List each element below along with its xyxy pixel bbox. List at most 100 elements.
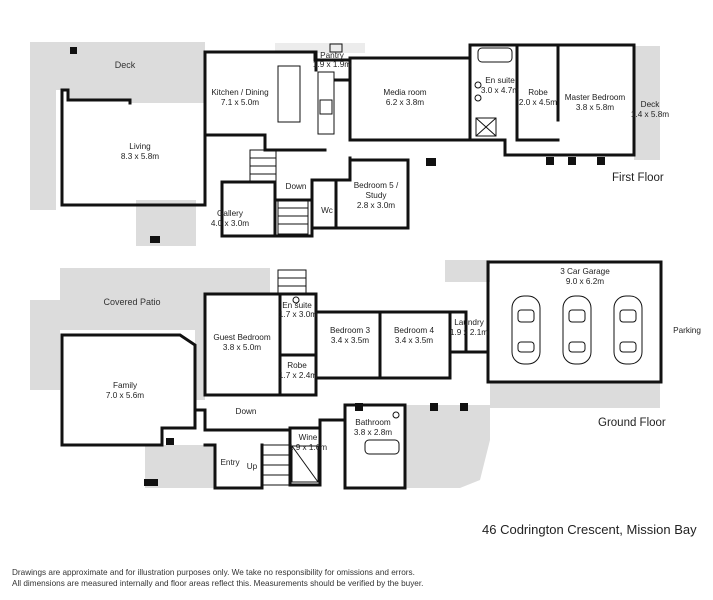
ensuite-fixtures [474, 47, 513, 137]
bed4-wall [378, 310, 452, 380]
entry-path-area [145, 445, 215, 488]
family-label: Family [113, 381, 138, 390]
car-icon [562, 295, 592, 365]
first-floor: Deck Kitchen / Dining 7.1 x 5.0m Pantry … [30, 42, 669, 246]
wine-dims: 1.9 x 1.6m [289, 443, 327, 452]
robe-2-dims: 1.7 x 2.4m [279, 371, 317, 380]
deck-right-area [634, 46, 660, 160]
kitchen-fixtures [249, 43, 343, 235]
basin-icon [474, 81, 482, 89]
media-label: Media room [383, 88, 426, 97]
ensuite-1-dims: 3.0 x 4.7m [481, 86, 519, 95]
parking-label: Parking [673, 326, 701, 335]
robe-1-dims: 2.0 x 4.5m [519, 98, 557, 107]
up-label: Up [247, 462, 258, 471]
covered-patio-label: Covered Patio [103, 297, 160, 307]
shower-icon [475, 117, 497, 137]
media-dims: 6.2 x 3.8m [386, 98, 424, 107]
pantry-label: Pantry [320, 51, 345, 60]
ground-floor-label: Ground Floor [598, 417, 666, 429]
bed4-dims: 3.4 x 3.5m [395, 336, 433, 345]
wine-label: Wine [299, 433, 318, 442]
guest-dims: 3.8 x 5.0m [223, 343, 261, 352]
stair-wall [273, 198, 314, 238]
garage-front-area [490, 382, 660, 408]
cooktop-icon [319, 99, 333, 115]
ensuite-1-label: En suite [485, 76, 515, 85]
robe-2-label: Robe [287, 361, 307, 370]
bed5-dims: 2.8 x 3.0m [357, 201, 395, 210]
first-floor-exterior [30, 42, 660, 246]
bed5-label: Bedroom 5 / [354, 181, 399, 190]
garage-wall [464, 350, 490, 380]
bed3-dims: 3.4 x 3.5m [331, 336, 369, 345]
gallery-dims: 4.0 x 3.0m [211, 219, 249, 228]
deck-left-label: Deck [115, 60, 136, 70]
deck-left-area [30, 42, 205, 210]
ground-stair [277, 269, 307, 295]
pantry-dims: 1.9 x 1.9m [313, 60, 351, 69]
garage-side-area [445, 260, 490, 282]
disclaimer-line-1: Drawings are approximate and for illustr… [12, 568, 415, 577]
bed3-label: Bedroom 3 [330, 326, 370, 335]
bed3-wall [314, 310, 382, 380]
entry-label: Entry [220, 458, 240, 467]
living-dims: 8.3 x 5.8m [121, 152, 159, 161]
living-label: Living [129, 142, 151, 151]
living-wall [60, 88, 207, 207]
master-dims: 3.8 x 5.8m [576, 103, 614, 112]
ground-fixtures [261, 269, 400, 486]
first-floor-windows [426, 157, 605, 166]
garage-outline [486, 260, 663, 384]
first-floor-walls [60, 43, 636, 238]
covered-patio-area [30, 268, 270, 400]
robe-1-label: Robe [528, 88, 548, 97]
laundry-label: Laundry [454, 318, 484, 327]
bath-2-icon [364, 439, 400, 455]
bath-icon [477, 47, 513, 63]
family-dims: 7.0 x 5.6m [106, 391, 144, 400]
ground-floor: Covered Patio 3 Car Garage 9.0 x 6.2m En… [30, 260, 701, 490]
garage-dims: 9.0 x 6.2m [566, 277, 604, 286]
car-icon [511, 295, 541, 365]
family-wall [60, 333, 197, 447]
garage-cars [511, 295, 643, 365]
toilet-icon [392, 411, 400, 419]
disclaimer-line-2: All dimensions are measured internally a… [12, 579, 423, 588]
ground-down-label: Down [236, 407, 257, 416]
kitchen-island [277, 65, 301, 123]
ground-floor-exterior [30, 260, 660, 488]
master-label: Master Bedroom [565, 93, 626, 102]
master-wall [468, 43, 636, 157]
guest-label: Guest Bedroom [213, 333, 271, 342]
lower-deck-area [136, 200, 196, 246]
ground-floor-labels: Covered Patio 3 Car Garage 9.0 x 6.2m En… [103, 267, 701, 471]
deck-right-dims: 1.4 x 5.8m [631, 110, 669, 119]
pantry-top-area [275, 43, 365, 53]
laundry-wall [448, 310, 468, 354]
bed5-study-label: Study [366, 191, 388, 200]
bathroom-wall [343, 403, 407, 490]
kitchen-bench [317, 71, 335, 135]
first-floor-label: First Floor [612, 172, 664, 184]
pantry-shelf [329, 43, 343, 53]
laundry-dims: 1.9 x 2.1m [450, 328, 488, 337]
front-path-area [405, 405, 490, 488]
bathroom-label: Bathroom [355, 418, 391, 427]
lower-deck-block [150, 236, 160, 243]
gallery-label: Gallery [217, 209, 244, 218]
car-icon [613, 295, 643, 365]
wc-wall [310, 178, 338, 230]
ensuite-2-dims: 1.7 x 3.0m [279, 310, 317, 319]
garage-label: 3 Car Garage [560, 267, 610, 276]
bathroom-dims: 3.8 x 2.8m [354, 428, 392, 437]
bed4-label: Bedroom 4 [394, 326, 434, 335]
ensuite-2-label: En suite [282, 301, 312, 310]
ground-floor-windows [166, 403, 468, 445]
wc-label: Wc [321, 206, 333, 215]
deck-post [70, 47, 77, 54]
deck-right-label: Deck [641, 100, 661, 109]
property-address: 46 Codrington Crescent, Mission Bay [482, 522, 697, 537]
ensuite-2-toilet-icon [292, 296, 300, 304]
